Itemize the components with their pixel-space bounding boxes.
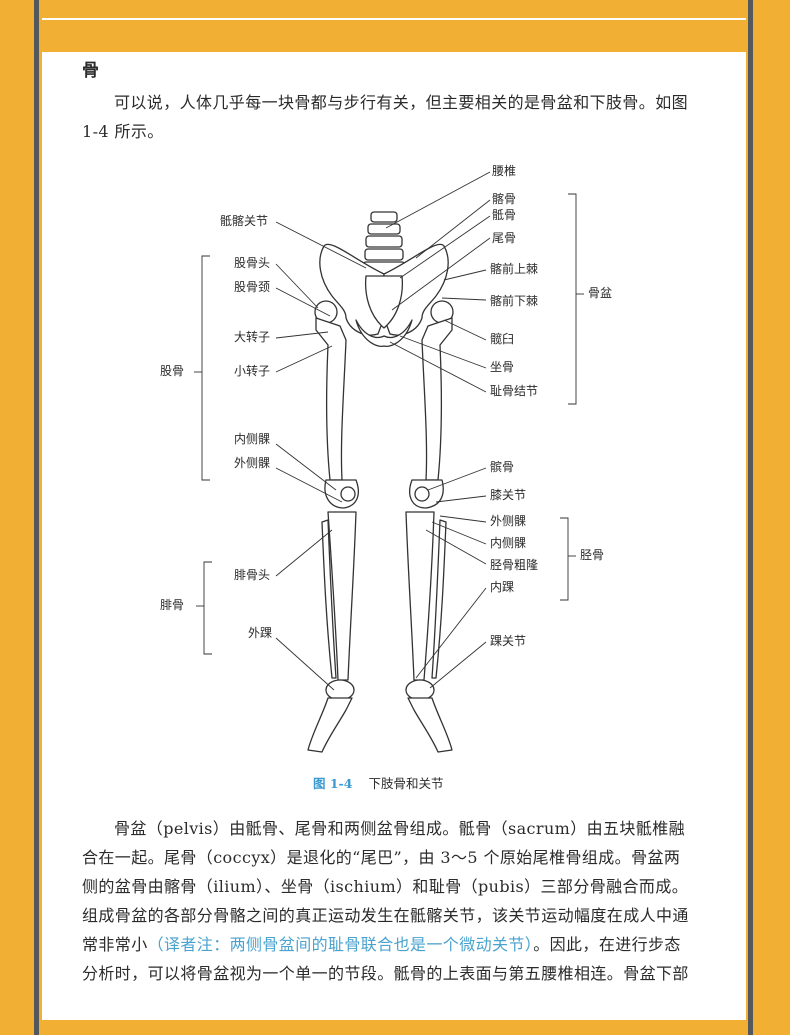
label-pubic-symphysis: 耻骨结节 (490, 384, 539, 398)
label-fibula: 腓骨 (160, 598, 185, 612)
label-tibial-tuberosity: 胫骨粗隆 (490, 558, 539, 572)
bottom-frame (42, 1020, 746, 1035)
body-paragraph: 骨盆（pelvis）由骶骨、尾骨和两侧盆骨组成。骶骨（sacrum）由五块骶椎融… (82, 814, 694, 988)
skeleton-illustration (194, 171, 584, 753)
label-lateral-malleolus: 外踝 (248, 626, 273, 640)
left-frame (0, 0, 34, 1035)
label-lesser-trochanter: 小转子 (234, 364, 271, 378)
label-pelvis: 骨盆 (588, 286, 613, 300)
label-femoral-neck: 股骨颈 (234, 280, 271, 294)
body-paragraph-tail: 。因此，在进行步态分析时，可以将骨盆视为一个单一的节段。骶骨的上表面与第五腰椎相… (82, 935, 689, 983)
label-tibia: 胫骨 (580, 548, 605, 562)
label-ischium: 坐骨 (490, 360, 515, 374)
top-frame (42, 0, 746, 52)
figure-number: 图 1-4 (313, 776, 353, 791)
body-paragraph-main: 骨盆（pelvis）由骶骨、尾骨和两侧盆骨组成。骶骨（sacrum）由五块骶椎融… (82, 819, 689, 954)
right-divider (748, 0, 753, 1035)
label-lateral-condyle-femur: 外侧髁 (234, 456, 271, 470)
left-divider (34, 0, 39, 1035)
label-ankle-joint: 踝关节 (490, 634, 527, 648)
label-knee-joint: 膝关节 (490, 488, 527, 502)
section-heading: 骨 (82, 61, 99, 81)
label-medial-condyle-femur: 内侧髁 (234, 432, 271, 446)
translator-note: （译者注：两侧骨盆间的耻骨联合也是一个微动关节） (147, 935, 534, 954)
label-fibular-head: 腓骨头 (234, 568, 271, 582)
label-coccyx: 尾骨 (492, 231, 517, 245)
figure-caption: 图 1-4 下肢骨和关节 (313, 773, 443, 792)
intro-paragraph: 可以说，人体几乎每一块骨都与步行有关，但主要相关的是骨盆和下肢骨。如图 1-4 … (82, 93, 689, 141)
label-asis: 髂前上棘 (490, 262, 539, 276)
label-ilium: 髂骨 (492, 192, 517, 206)
label-acetabulum: 髋臼 (490, 332, 515, 346)
label-medial-condyle-tibia: 内侧髁 (490, 536, 527, 550)
label-greater-trochanter: 大转子 (234, 330, 271, 344)
label-femur: 股骨 (160, 364, 185, 378)
label-lateral-condyle-tibia: 外侧髁 (490, 514, 527, 528)
label-sacroiliac-joint: 骶髂关节 (220, 214, 269, 228)
top-rule (42, 18, 746, 20)
label-patella: 髌骨 (490, 460, 515, 474)
label-aiis: 髂前下棘 (490, 294, 539, 308)
label-sacrum: 骶骨 (492, 208, 517, 222)
figure-title: 下肢骨和关节 (368, 776, 444, 791)
lower-limb-figure: 腰椎 骶髂关节 髂骨 骶骨 尾骨 股骨头 股骨颈 髂前上棘 髂前下棘 骨盆 大转… (150, 150, 613, 760)
label-lumbar-vertebra: 腰椎 (492, 164, 517, 178)
label-medial-malleolus: 内踝 (490, 580, 515, 594)
label-femoral-head: 股骨头 (234, 256, 271, 270)
